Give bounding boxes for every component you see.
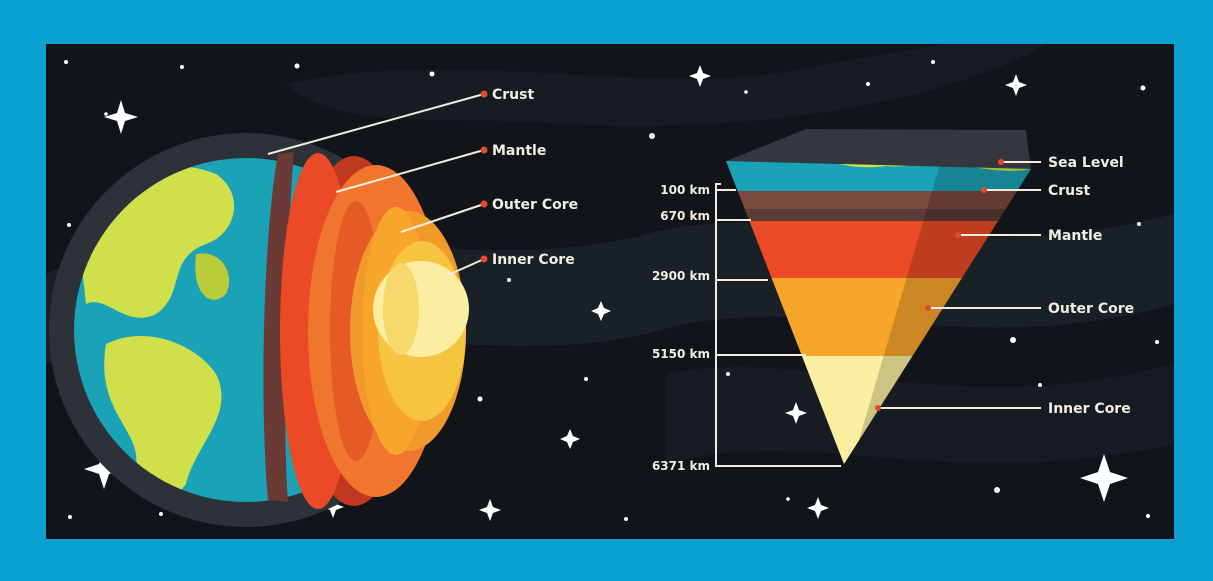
depth-100km: 100 km	[660, 183, 710, 197]
label-inner-core-right: Inner Core	[1048, 401, 1131, 417]
continent	[104, 335, 222, 497]
depth-labels: 100 km 670 km 2900 km 5150 km 6371 km	[652, 183, 710, 473]
label-inner-core: Inner Core	[492, 252, 575, 268]
label-crust: Crust	[492, 87, 534, 103]
earth-cutaway	[49, 133, 469, 527]
earth-layers-illustration: Crust Mantle Outer Core Inner Core	[46, 44, 1174, 527]
depth-ruler	[715, 183, 841, 467]
label-outer-core: Outer Core	[492, 197, 578, 213]
left-labels: Crust Mantle Outer Core Inner Core	[267, 87, 578, 277]
sparkle-stars	[84, 65, 1128, 521]
label-outer-core-right: Outer Core	[1048, 301, 1134, 317]
label-crust-right: Crust	[1048, 183, 1090, 199]
crust-band	[726, 191, 1031, 209]
depth-6371km: 6371 km	[652, 459, 710, 473]
label-sea-level: Sea Level	[1048, 155, 1124, 171]
depth-5150km: 5150 km	[652, 347, 710, 361]
cone-top-rim	[726, 129, 1031, 169]
right-labels: Sea Level Crust Mantle Outer Core Inner …	[875, 155, 1134, 417]
space-background-panel: Crust Mantle Outer Core Inner Core	[46, 44, 1174, 539]
depth-670km: 670 km	[660, 209, 710, 223]
label-mantle: Mantle	[492, 143, 546, 159]
label-mantle-right: Mantle	[1048, 228, 1102, 244]
depth-2900km: 2900 km	[652, 269, 710, 283]
stars	[64, 60, 1159, 521]
